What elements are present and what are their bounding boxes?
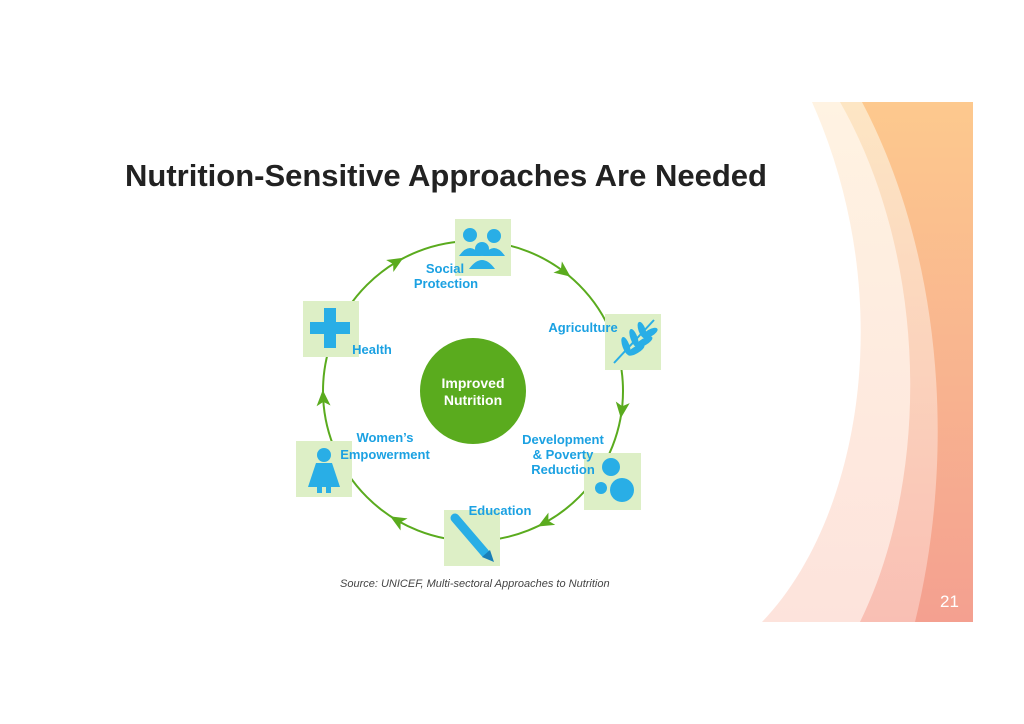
svg-text:Reduction: Reduction bbox=[531, 462, 595, 477]
svg-text:Development: Development bbox=[522, 432, 604, 447]
people-group-icon bbox=[459, 228, 505, 269]
center-label-line2: Nutrition bbox=[444, 392, 502, 408]
node-education: Education bbox=[444, 503, 531, 566]
svg-text:Empowerment: Empowerment bbox=[340, 447, 430, 462]
center-label-line1: Improved bbox=[441, 375, 504, 391]
center-circle bbox=[420, 338, 526, 444]
arrowhead-icon bbox=[390, 516, 408, 531]
plus-cross-icon bbox=[310, 308, 350, 348]
coins-icon bbox=[595, 458, 634, 502]
svg-text:Education: Education bbox=[469, 503, 532, 518]
node-agriculture: Agriculture bbox=[548, 314, 661, 370]
slide-title: Nutrition-Sensitive Approaches Are Neede… bbox=[125, 158, 767, 193]
arrowhead-icon bbox=[316, 389, 331, 407]
svg-text:& Poverty: & Poverty bbox=[533, 447, 594, 462]
pencil-icon bbox=[450, 513, 494, 562]
woman-icon bbox=[308, 448, 340, 493]
svg-text:Social: Social bbox=[426, 261, 464, 276]
source-citation: Source: UNICEF, Multi-sectoral Approache… bbox=[340, 578, 610, 590]
wheat-icon bbox=[613, 319, 658, 364]
arrowhead-icon bbox=[553, 261, 571, 277]
node-social-protection: Social Protection bbox=[414, 219, 511, 291]
svg-text:Agriculture: Agriculture bbox=[548, 320, 617, 335]
page-number: 21 bbox=[940, 592, 959, 611]
node-development-poverty-reduction: Development & Poverty Reduction bbox=[522, 432, 641, 510]
arrowhead-icon bbox=[386, 257, 404, 273]
arrowhead-icon bbox=[615, 401, 630, 419]
arrowhead-icon bbox=[537, 512, 556, 527]
node-womens-empowerment: Women’s Empowerment bbox=[296, 430, 430, 497]
svg-text:Health: Health bbox=[352, 342, 392, 357]
svg-text:Women’s: Women’s bbox=[356, 430, 413, 445]
node-health: Health bbox=[303, 301, 392, 357]
svg-text:Protection: Protection bbox=[414, 276, 478, 291]
